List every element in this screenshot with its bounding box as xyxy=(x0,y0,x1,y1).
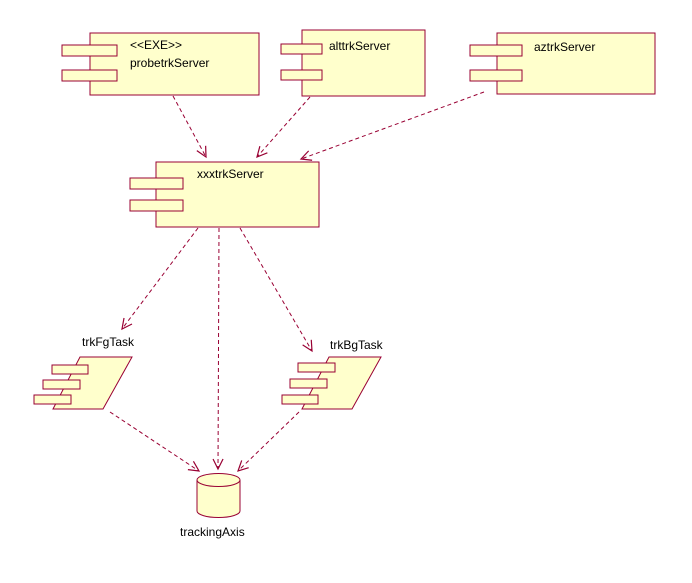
task-parallelogram[interactable] xyxy=(301,356,382,410)
dependency-arrow-xxxtrkserver-to-trackingaxis[interactable] xyxy=(212,227,224,471)
dependency-arrow-xxxtrkserver-to-trkfgtask[interactable] xyxy=(121,227,199,331)
component-label: xxxtrkServer xyxy=(197,167,264,181)
task-label: trkFgTask xyxy=(82,335,135,349)
dependency-arrow-alttrkserver-to-xxxtrkserver[interactable] xyxy=(256,96,311,159)
component-tab-icon xyxy=(61,44,118,57)
component-tab-icon xyxy=(61,69,118,82)
component-aztrkserver[interactable]: aztrkServer xyxy=(469,32,656,95)
database-cylinder-top xyxy=(196,473,241,487)
component-body[interactable] xyxy=(155,161,320,228)
task-trkfgtask[interactable]: trkFgTask xyxy=(33,335,135,410)
dependency-arrow-aztrkserver-to-xxxtrkserver[interactable] xyxy=(299,91,485,161)
component-tab-icon xyxy=(280,69,323,81)
component-xxxtrkserver[interactable]: xxxtrkServer xyxy=(129,161,320,228)
component-probetrkserver[interactable]: <<EXE>> probetrkServer xyxy=(61,32,260,96)
task-bar-icon xyxy=(51,364,89,375)
task-parallelogram[interactable] xyxy=(52,356,133,410)
database-cylinder-body[interactable] xyxy=(196,480,241,518)
component-body[interactable] xyxy=(496,32,656,95)
task-bar-icon xyxy=(281,394,319,405)
component-stereotype: <<EXE>> xyxy=(130,38,182,52)
dependency-arrow-trkfgtask-to-trackingaxis[interactable] xyxy=(109,411,201,472)
task-bar-icon xyxy=(297,362,336,373)
database-trackingaxis[interactable]: trackingAxis xyxy=(180,473,245,540)
component-label: aztrkServer xyxy=(534,40,595,54)
component-alttrkserver[interactable]: alttrkServer xyxy=(280,29,426,97)
task-label: trkBgTask xyxy=(330,338,384,352)
database-label: trackingAxis xyxy=(180,525,245,539)
dependency-arrow-probetrkserver-to-xxxtrkserver[interactable] xyxy=(172,95,207,159)
task-bar-icon xyxy=(289,378,328,389)
task-bar-icon xyxy=(42,379,81,390)
task-bar-icon xyxy=(33,394,72,405)
component-body[interactable] xyxy=(301,29,426,97)
component-body[interactable] xyxy=(89,32,260,96)
dependency-arrow-trkbgtask-to-trackingaxis[interactable] xyxy=(237,411,300,472)
component-tab-icon xyxy=(469,44,523,57)
component-tab-icon xyxy=(469,69,523,82)
component-tab-icon xyxy=(129,177,184,190)
component-tab-icon xyxy=(280,43,323,55)
dependency-arrow-xxxtrkserver-to-trkbgtask[interactable] xyxy=(239,227,313,353)
component-label: probetrkServer xyxy=(130,56,209,70)
component-tab-icon xyxy=(129,199,184,212)
component-label: alttrkServer xyxy=(329,39,390,53)
task-trkbgtask[interactable]: trkBgTask xyxy=(281,338,384,410)
